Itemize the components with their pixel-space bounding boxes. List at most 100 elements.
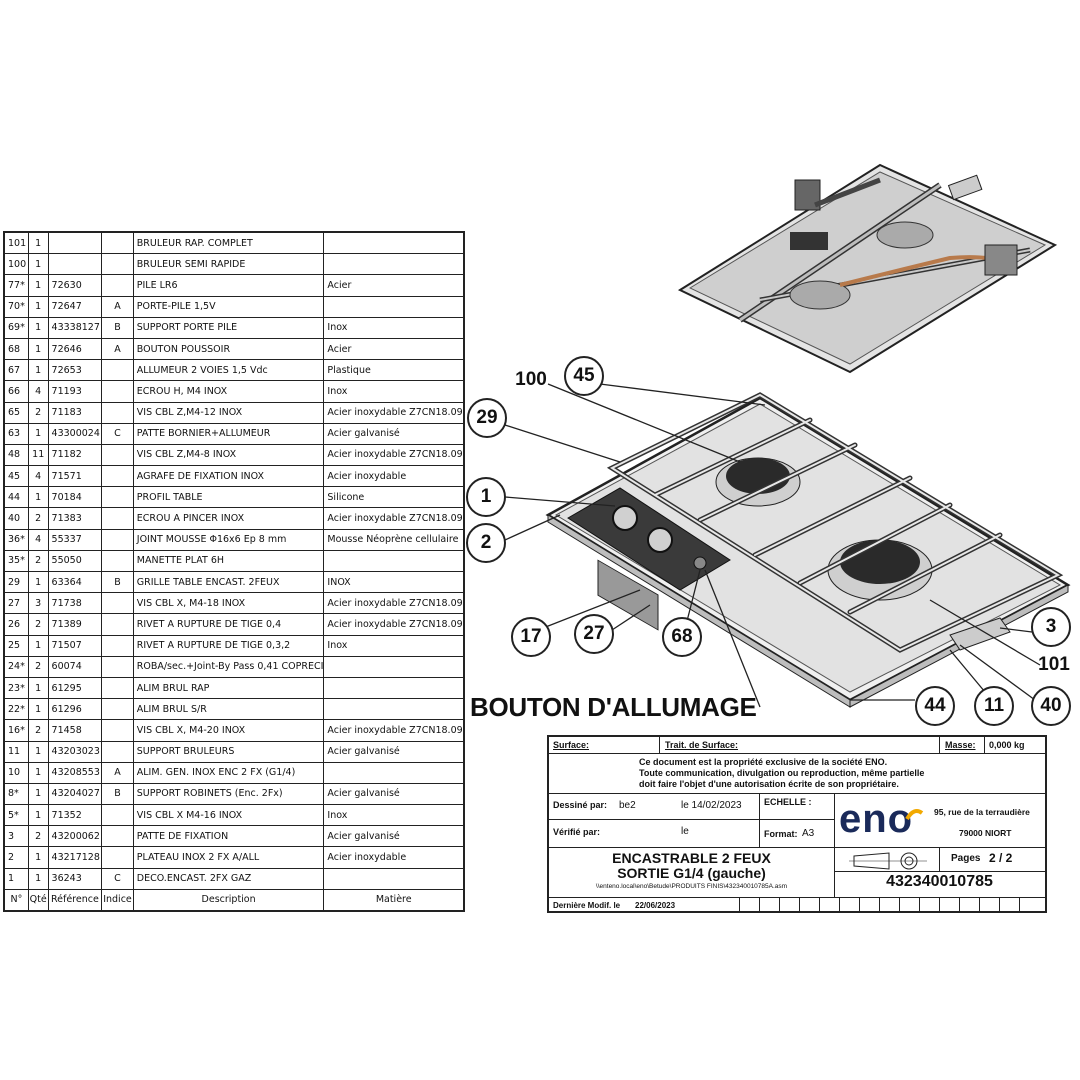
header-reference: Référence bbox=[47, 888, 103, 912]
description-cell: JOINT MOUSSE Φ16x6 Ep 8 mm bbox=[132, 528, 325, 551]
callout-68: 68 bbox=[662, 617, 702, 657]
reference-cell: 71389 bbox=[47, 613, 103, 636]
indice-cell bbox=[101, 507, 134, 530]
material-cell: Acier inoxydable Z7CN18.09 bbox=[323, 443, 465, 467]
reference-cell: 43217128 bbox=[47, 846, 103, 869]
indice-cell bbox=[101, 676, 134, 700]
surface-label: Surface: bbox=[553, 740, 590, 750]
indice-cell bbox=[101, 613, 134, 636]
reference-cell: 70184 bbox=[47, 486, 103, 509]
description-cell: VIS CBL Z,M4-12 INOX bbox=[132, 401, 325, 424]
description-cell: GRILLE TABLE ENCAST. 2FEUX bbox=[132, 570, 325, 594]
eno-logo: eno bbox=[839, 797, 914, 841]
description-cell: BOUTON POUSSOIR bbox=[132, 337, 325, 361]
indice-cell bbox=[101, 825, 134, 848]
indice-cell bbox=[101, 359, 134, 382]
pages-value: 2 / 2 bbox=[989, 851, 1013, 865]
quantity-cell: 2 bbox=[27, 655, 49, 678]
masse-value: 0,000 kg bbox=[989, 740, 1025, 750]
description-cell: ALIM BRUL S/R bbox=[132, 698, 325, 721]
reference-cell: 71571 bbox=[47, 465, 103, 488]
quantity-cell: 3 bbox=[27, 592, 49, 615]
quantity-cell: 1 bbox=[27, 846, 49, 869]
description-cell: PROFIL TABLE bbox=[132, 486, 325, 509]
material-cell: Mousse Néoprène cellulaire bbox=[323, 528, 465, 551]
part-number-cell: 27 bbox=[3, 592, 29, 615]
indice-cell bbox=[101, 549, 134, 573]
quantity-cell: 1 bbox=[27, 274, 49, 297]
quantity-cell: 4 bbox=[27, 528, 49, 551]
reference-cell: 55337 bbox=[47, 528, 103, 551]
material-cell: Acier galvanisé bbox=[323, 740, 465, 763]
indice-cell: B bbox=[101, 316, 134, 339]
projection-symbol-icon bbox=[849, 852, 927, 870]
part-number-cell: 11 bbox=[3, 740, 29, 763]
description-cell: ALLUMEUR 2 VOIES 1,5 Vdc bbox=[132, 359, 325, 382]
quantity-cell: 1 bbox=[27, 422, 49, 445]
part-number-cell: 101 bbox=[3, 231, 29, 255]
indice-cell bbox=[101, 592, 134, 615]
material-cell: Plastique bbox=[323, 359, 465, 382]
revision-grid bbox=[719, 897, 1045, 913]
part-number-cell: 40 bbox=[3, 507, 29, 530]
drawing-title-2: SORTIE G1/4 (gauche) bbox=[617, 865, 766, 881]
quantity-cell: 2 bbox=[27, 613, 49, 636]
indice-cell bbox=[101, 846, 134, 869]
indice-cell bbox=[101, 486, 134, 509]
header-indice: Indice bbox=[101, 888, 134, 912]
quantity-cell: 1 bbox=[27, 698, 49, 721]
indice-cell: B bbox=[101, 570, 134, 594]
part-number-cell: 69* bbox=[3, 316, 29, 339]
material-cell: Acier inoxydable Z7CN18.09 bbox=[323, 401, 465, 424]
quantity-cell: 1 bbox=[27, 634, 49, 657]
part-number-cell: 29 bbox=[3, 570, 29, 594]
callout-1: 1 bbox=[466, 477, 506, 517]
derniere-modif-value: 22/06/2023 bbox=[635, 901, 676, 910]
material-cell: Silicone bbox=[323, 486, 465, 509]
indice-cell bbox=[101, 443, 134, 467]
part-number-cell: 5* bbox=[3, 804, 29, 827]
file-path: \\enteno.local\eno\Betude\PRODUITS FINIS… bbox=[595, 883, 788, 890]
description-cell: DECO.ENCAST. 2FX GAZ bbox=[132, 867, 325, 890]
part-number-cell: 10 bbox=[3, 761, 29, 784]
indice-cell: A bbox=[101, 295, 134, 318]
part-number-cell: 65 bbox=[3, 401, 29, 424]
part-number-cell: 66 bbox=[3, 380, 29, 403]
description-cell: MANETTE PLAT 6H bbox=[132, 549, 325, 573]
verifie-label: Vérifié par: bbox=[553, 827, 601, 837]
part-number-cell: 67 bbox=[3, 359, 29, 382]
material-cell bbox=[323, 761, 465, 784]
underside-view bbox=[677, 163, 1058, 374]
pages-label: Pages bbox=[951, 853, 981, 864]
ignition-button-annotation: BOUTON D'ALLUMAGE bbox=[470, 692, 757, 722]
callout-101: 101 bbox=[1038, 654, 1070, 675]
description-cell: VIS CBL X, M4-18 INOX bbox=[132, 592, 325, 615]
description-cell: RIVET A RUPTURE DE TIGE 0,3,2 bbox=[132, 634, 325, 657]
reference-cell: 63364 bbox=[47, 570, 103, 594]
description-cell: PORTE-PILE 1,5V bbox=[132, 295, 325, 318]
quantity-cell: 1 bbox=[27, 253, 49, 276]
quantity-cell: 2 bbox=[27, 549, 49, 573]
part-number-cell: 24* bbox=[3, 655, 29, 678]
indice-cell bbox=[101, 465, 134, 488]
indice-cell: C bbox=[101, 422, 134, 445]
material-cell bbox=[323, 253, 465, 276]
part-number-cell: 16* bbox=[3, 719, 29, 742]
indice-cell: B bbox=[101, 782, 134, 806]
indice-cell bbox=[101, 719, 134, 742]
part-number: 432340010785 bbox=[886, 873, 993, 890]
quantity-cell: 1 bbox=[27, 740, 49, 763]
